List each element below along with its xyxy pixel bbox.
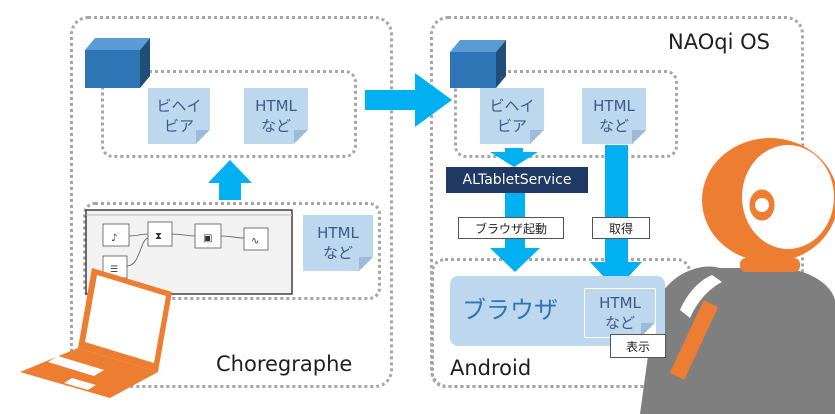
choreographe-behavior-note: ビヘイ ビア — [148, 88, 210, 144]
behavior-to-service-arrow — [490, 148, 538, 167]
naoqi-behavior-note: ビヘイ ビア — [480, 88, 544, 144]
deploy-arrow — [365, 73, 452, 127]
svg-text:∿: ∿ — [251, 236, 259, 247]
android-html-note: HTML など — [584, 288, 656, 338]
svg-text:▣: ▣ — [203, 233, 212, 244]
choreographe-editor-html-note: HTML など — [303, 215, 373, 271]
naoqi-html-note: HTML など — [582, 88, 646, 144]
android-label: Android — [450, 356, 532, 380]
cube-icon — [450, 40, 506, 88]
fetch-tag: 取得 — [592, 217, 650, 239]
robot-icon — [640, 138, 835, 414]
laptop-icon — [20, 268, 172, 398]
choreographe-panel — [70, 16, 393, 388]
launch-browser-tag: ブラウザ起動 — [458, 217, 564, 239]
altabletservice-label: ALTabletService — [462, 172, 572, 188]
display-tag: 表示 — [610, 334, 666, 358]
browser-label: ブラウザ — [462, 296, 558, 324]
upload-arrow — [208, 160, 252, 200]
cube-icon — [85, 38, 150, 88]
svg-text:⧗: ⧗ — [155, 231, 162, 242]
choreographe-label: Choregraphe — [216, 352, 353, 376]
altabletservice-box: ALTabletService — [446, 167, 588, 193]
svg-text:☰: ☰ — [110, 265, 118, 275]
naoqi-behavior-group — [454, 70, 678, 158]
choreographe-behavior-group — [101, 70, 357, 158]
svg-text:♪: ♪ — [111, 233, 117, 244]
choreographe-editor-group — [83, 202, 381, 300]
choreographe-html-note: HTML など — [244, 88, 308, 144]
choregraphe-editor: ♪ ⧗ ▣ ∿ ☰ — [85, 209, 293, 295]
naoqi-os-label: NAOqi OS — [668, 30, 770, 54]
